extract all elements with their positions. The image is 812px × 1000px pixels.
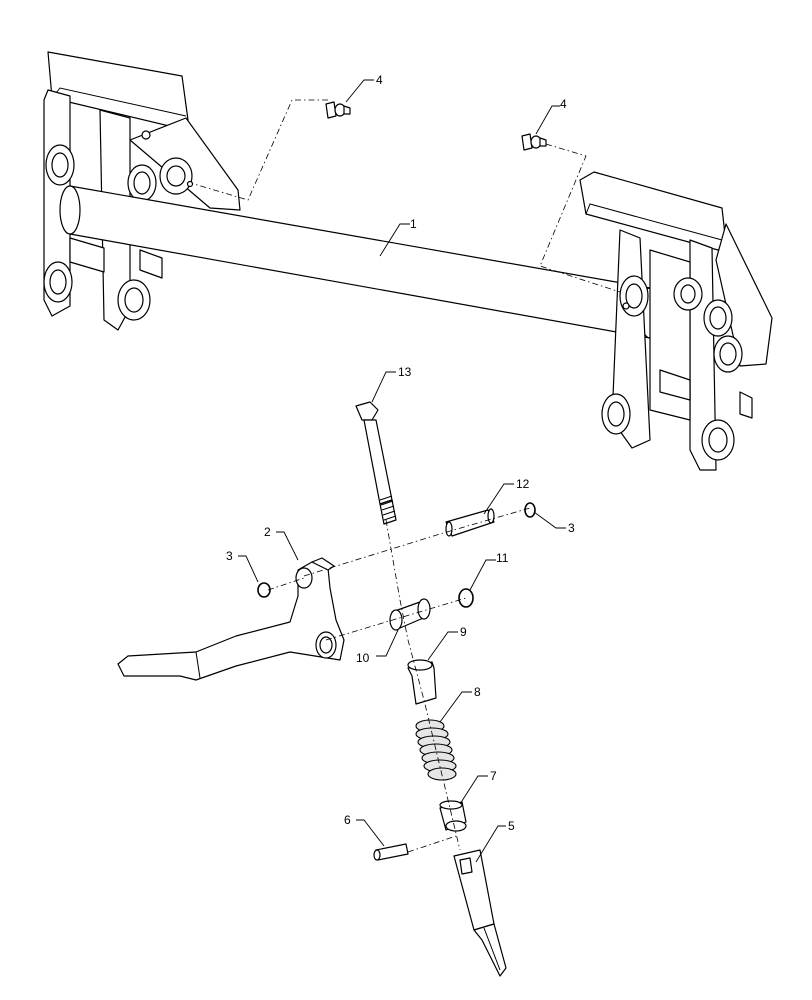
callout-12: 12 — [483, 477, 530, 515]
assembly-axis-pin — [303, 507, 531, 577]
callout-10: 10 — [356, 629, 399, 665]
callout-3-left-label: 3 — [226, 549, 233, 563]
callout-7: 7 — [459, 769, 497, 805]
callout-4-right-label: 4 — [560, 97, 567, 111]
callout-3-right-label: 3 — [568, 521, 575, 535]
callout-8: 8 — [439, 685, 481, 723]
callout-4-left-label: 4 — [376, 73, 383, 87]
callout-4-left: 4 — [345, 73, 383, 103]
lever-handle — [117, 557, 345, 681]
right-bracket — [579, 171, 773, 471]
o-ring — [458, 588, 474, 608]
callout-8-label: 8 — [474, 685, 481, 699]
assembly-axis-ring — [267, 577, 305, 591]
assembly-axis-rollpin — [407, 835, 457, 853]
callout-9-label: 9 — [460, 625, 467, 639]
retaining-ring-left — [257, 582, 271, 598]
retaining-ring-right — [524, 502, 536, 518]
callout-13: 13 — [371, 365, 412, 403]
bolt — [355, 401, 397, 525]
callout-1-label: 1 — [410, 217, 417, 231]
callout-3-left: 3 — [226, 549, 259, 583]
callout-2: 2 — [264, 525, 299, 561]
assembly-axis-handle — [325, 597, 467, 641]
callout-2-label: 2 — [264, 525, 271, 539]
collar — [439, 800, 467, 832]
callout-6: 6 — [344, 813, 385, 847]
callout-3-right: 3 — [533, 511, 575, 535]
callout-11: 11 — [469, 551, 509, 591]
callout-7-label: 7 — [490, 769, 497, 783]
callout-1: 1 — [379, 217, 417, 257]
roll-pin — [373, 843, 409, 861]
latch-pin — [453, 849, 507, 977]
spring — [415, 719, 457, 781]
pin — [445, 508, 495, 537]
cross-pin-block — [389, 598, 431, 631]
callout-10-label: 10 — [356, 651, 370, 665]
grease-fitting-right — [521, 133, 547, 151]
callout-12-label: 12 — [516, 477, 530, 491]
fitting-left-leader — [193, 99, 328, 201]
assembly-axis-vertical — [385, 519, 461, 851]
callout-9: 9 — [427, 625, 467, 661]
callout-11-label: 11 — [496, 551, 509, 565]
plunger — [407, 659, 437, 705]
callout-6-label: 6 — [344, 813, 351, 827]
callout-5-label: 5 — [508, 819, 515, 833]
callout-4-right: 4 — [535, 97, 567, 135]
left-bracket — [43, 51, 241, 331]
grease-fitting-left — [325, 101, 351, 119]
fitting-right-leader — [539, 143, 621, 293]
callout-13-label: 13 — [398, 365, 412, 379]
callout-5: 5 — [475, 819, 515, 863]
